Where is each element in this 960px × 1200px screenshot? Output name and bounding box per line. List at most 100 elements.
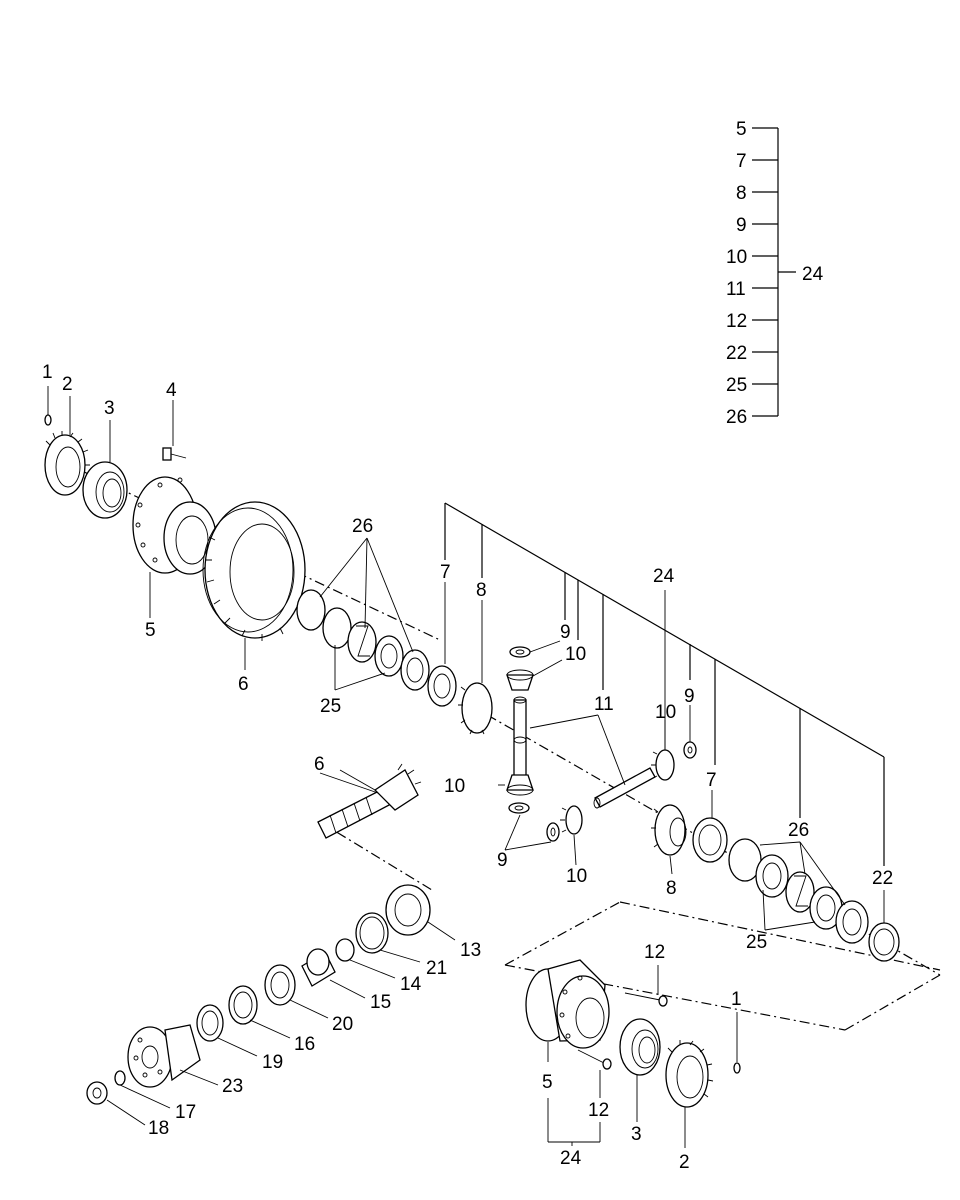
part-10-pinion-bottom — [506, 774, 534, 796]
callout-24: 24 — [653, 566, 675, 587]
assembly-bracket-lines — [444, 502, 885, 866]
callout-7: 7 — [440, 562, 451, 583]
legend-member-4: 9 — [736, 215, 747, 236]
callout-22: 22 — [872, 868, 893, 889]
callout-5-lower: 5 — [542, 1072, 553, 1093]
callout-14: 14 — [400, 974, 422, 995]
callout-25: 25 — [320, 696, 341, 717]
callout-20: 20 — [332, 1014, 353, 1035]
callout-leaders-center — [498, 640, 673, 875]
part-9-washer-lower-mid — [546, 822, 560, 842]
part-9-thrust-washer-bottom — [508, 802, 530, 814]
callout-21: 21 — [426, 958, 447, 979]
part-14-ring — [335, 938, 396, 979]
legend-member-8: 22 — [726, 343, 747, 364]
callout-16: 16 — [294, 1034, 315, 1055]
part-2-lock-ring-lower — [665, 1040, 714, 1148]
part-2-lock-ring — [44, 431, 90, 496]
callout-25-lower: 25 — [746, 932, 767, 953]
parts-legend: 5 7 8 9 10 11 12 22 25 26 24 — [726, 119, 824, 428]
legend-member-6: 11 — [726, 279, 746, 300]
part-11-shaft-cross — [593, 767, 656, 809]
part-19-washer — [196, 1004, 258, 1057]
callout-10-right: 10 — [655, 702, 676, 723]
callout-13: 13 — [460, 940, 481, 961]
callout-leaders-26-25-upper — [319, 537, 414, 691]
legend-member-2: 7 — [736, 151, 747, 172]
part-9-thrust-washer-top — [509, 646, 531, 658]
bracket-24-lower — [547, 1042, 601, 1146]
callout-15: 15 — [370, 992, 391, 1013]
part-3-bearing — [82, 461, 128, 519]
callout-3-lower: 3 — [631, 1124, 642, 1145]
callout-4: 4 — [166, 380, 177, 401]
callout-10-bottom: 10 — [566, 866, 587, 887]
callout-5: 5 — [145, 620, 156, 641]
callout-26: 26 — [352, 516, 373, 537]
callout-labels: 1 2 3 4 5 6 26 25 7 8 9 10 11 24 10 9 7 … — [42, 362, 893, 1173]
part-10-pinion-right — [651, 749, 675, 781]
callout-8: 8 — [476, 580, 487, 601]
callout-leaders-26-25-lower — [759, 841, 846, 931]
part-11-shaft-vertical — [513, 696, 527, 781]
callout-9: 9 — [560, 622, 571, 643]
callout-8-bottom: 8 — [666, 878, 677, 899]
callout-2-lower: 2 — [679, 1152, 690, 1173]
part-8-side-gear-upper — [458, 682, 493, 735]
part-16-seal — [228, 985, 291, 1039]
part-6-ring-gear — [202, 501, 306, 641]
callout-3: 3 — [104, 398, 115, 419]
part-8-side-gear-lower — [651, 804, 687, 856]
part-17-washer — [114, 1070, 171, 1109]
part-1-pin-lower — [733, 1012, 741, 1074]
legend-member-5: 10 — [726, 247, 747, 268]
callout-10: 10 — [565, 644, 586, 665]
callout-9-right: 9 — [684, 686, 695, 707]
part-15-spacer — [301, 948, 366, 999]
part-18-nut — [86, 1081, 146, 1126]
callout-18: 18 — [148, 1118, 169, 1139]
part-21-washer — [355, 912, 421, 963]
callout-11: 11 — [594, 694, 614, 715]
callout-24-lower: 24 — [560, 1148, 582, 1169]
callout-12-upper: 12 — [644, 942, 665, 963]
part-12-bolt-lower — [577, 1049, 612, 1098]
callout-6: 6 — [238, 674, 249, 695]
callout-12-lower: 12 — [588, 1100, 609, 1121]
callout-1-lower: 1 — [731, 989, 742, 1010]
callout-17: 17 — [175, 1102, 196, 1123]
part-6-pinion-shaft — [317, 763, 422, 839]
legend-group-label: 24 — [802, 264, 824, 285]
part-3-bearing-lower — [619, 1018, 661, 1122]
part-4-bolt — [162, 447, 187, 461]
part-1-pin — [44, 386, 52, 426]
part-5-case-lower — [525, 959, 610, 1049]
part-7-washer-lower — [692, 817, 728, 863]
callout-9-bottom: 9 — [497, 850, 508, 871]
legend-member-9: 25 — [726, 375, 747, 396]
washer-stack-upper — [296, 589, 457, 707]
callout-23: 23 — [222, 1076, 243, 1097]
legend-member-1: 5 — [736, 119, 747, 140]
part-5-differential-case — [132, 476, 217, 575]
callout-26-lower: 26 — [788, 820, 809, 841]
callout-10-left: 10 — [444, 776, 465, 797]
callout-19: 19 — [262, 1052, 283, 1073]
callout-2: 2 — [62, 374, 73, 395]
legend-member-7: 12 — [726, 311, 747, 332]
callout-6-pinion: 6 — [314, 754, 325, 775]
legend-member-10: 26 — [726, 407, 747, 428]
part-9-washer-right — [683, 741, 697, 759]
part-20-bearing — [264, 964, 329, 1019]
part-10-pinion-top — [506, 669, 534, 691]
part-23-flange — [127, 1024, 219, 1088]
part-12-bolt-upper — [624, 965, 668, 1007]
part-10-pinion-lower-mid — [560, 805, 583, 835]
legend-member-3: 8 — [736, 183, 747, 204]
part-13-bearing — [385, 884, 456, 941]
callout-leaders-upper — [69, 396, 885, 923]
washer-stack-lower — [728, 838, 900, 962]
callout-1: 1 — [42, 362, 53, 383]
callout-7-right: 7 — [706, 770, 717, 791]
